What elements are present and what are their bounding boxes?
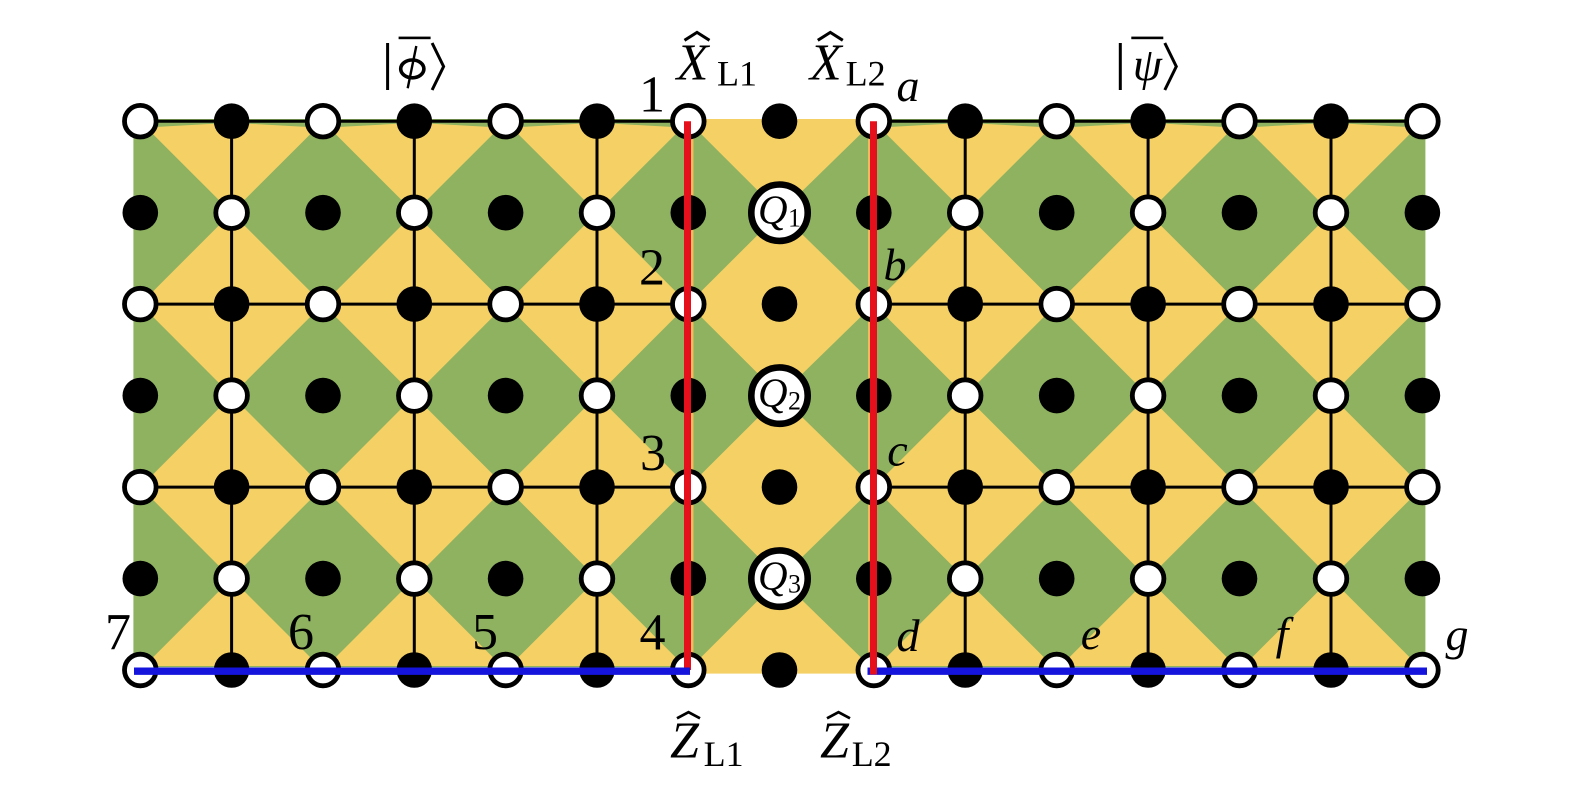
svg-text:Q: Q	[758, 553, 788, 599]
svg-text:1: 1	[788, 204, 801, 233]
svg-text:6: 6	[288, 604, 314, 661]
svg-text:L2: L2	[846, 54, 886, 94]
svg-text:3: 3	[788, 570, 801, 599]
svg-text:1: 1	[639, 67, 665, 124]
svg-text:X: X	[675, 34, 711, 91]
svg-text:Q: Q	[758, 187, 788, 233]
svg-text:ψ: ψ	[1133, 39, 1163, 91]
svg-text:g: g	[1446, 609, 1469, 660]
svg-text:7: 7	[105, 604, 131, 661]
svg-text:5: 5	[472, 604, 498, 661]
svg-text:3: 3	[640, 425, 666, 482]
svg-text:Z: Z	[670, 712, 700, 769]
svg-text:b: b	[884, 239, 907, 290]
svg-text:L1: L1	[717, 54, 757, 94]
svg-text:4: 4	[640, 605, 666, 662]
svg-text:Z: Z	[820, 712, 850, 769]
svg-text:a: a	[897, 60, 920, 111]
svg-text:Q: Q	[758, 370, 788, 416]
svg-text:L1: L1	[704, 734, 744, 774]
svg-text:2: 2	[788, 387, 801, 416]
svg-text:e: e	[1081, 608, 1101, 659]
svg-text:2: 2	[639, 240, 665, 297]
svg-text:d: d	[897, 610, 921, 661]
svg-text:X: X	[808, 34, 844, 91]
svg-text:c: c	[887, 425, 907, 476]
svg-text:L2: L2	[852, 734, 892, 774]
